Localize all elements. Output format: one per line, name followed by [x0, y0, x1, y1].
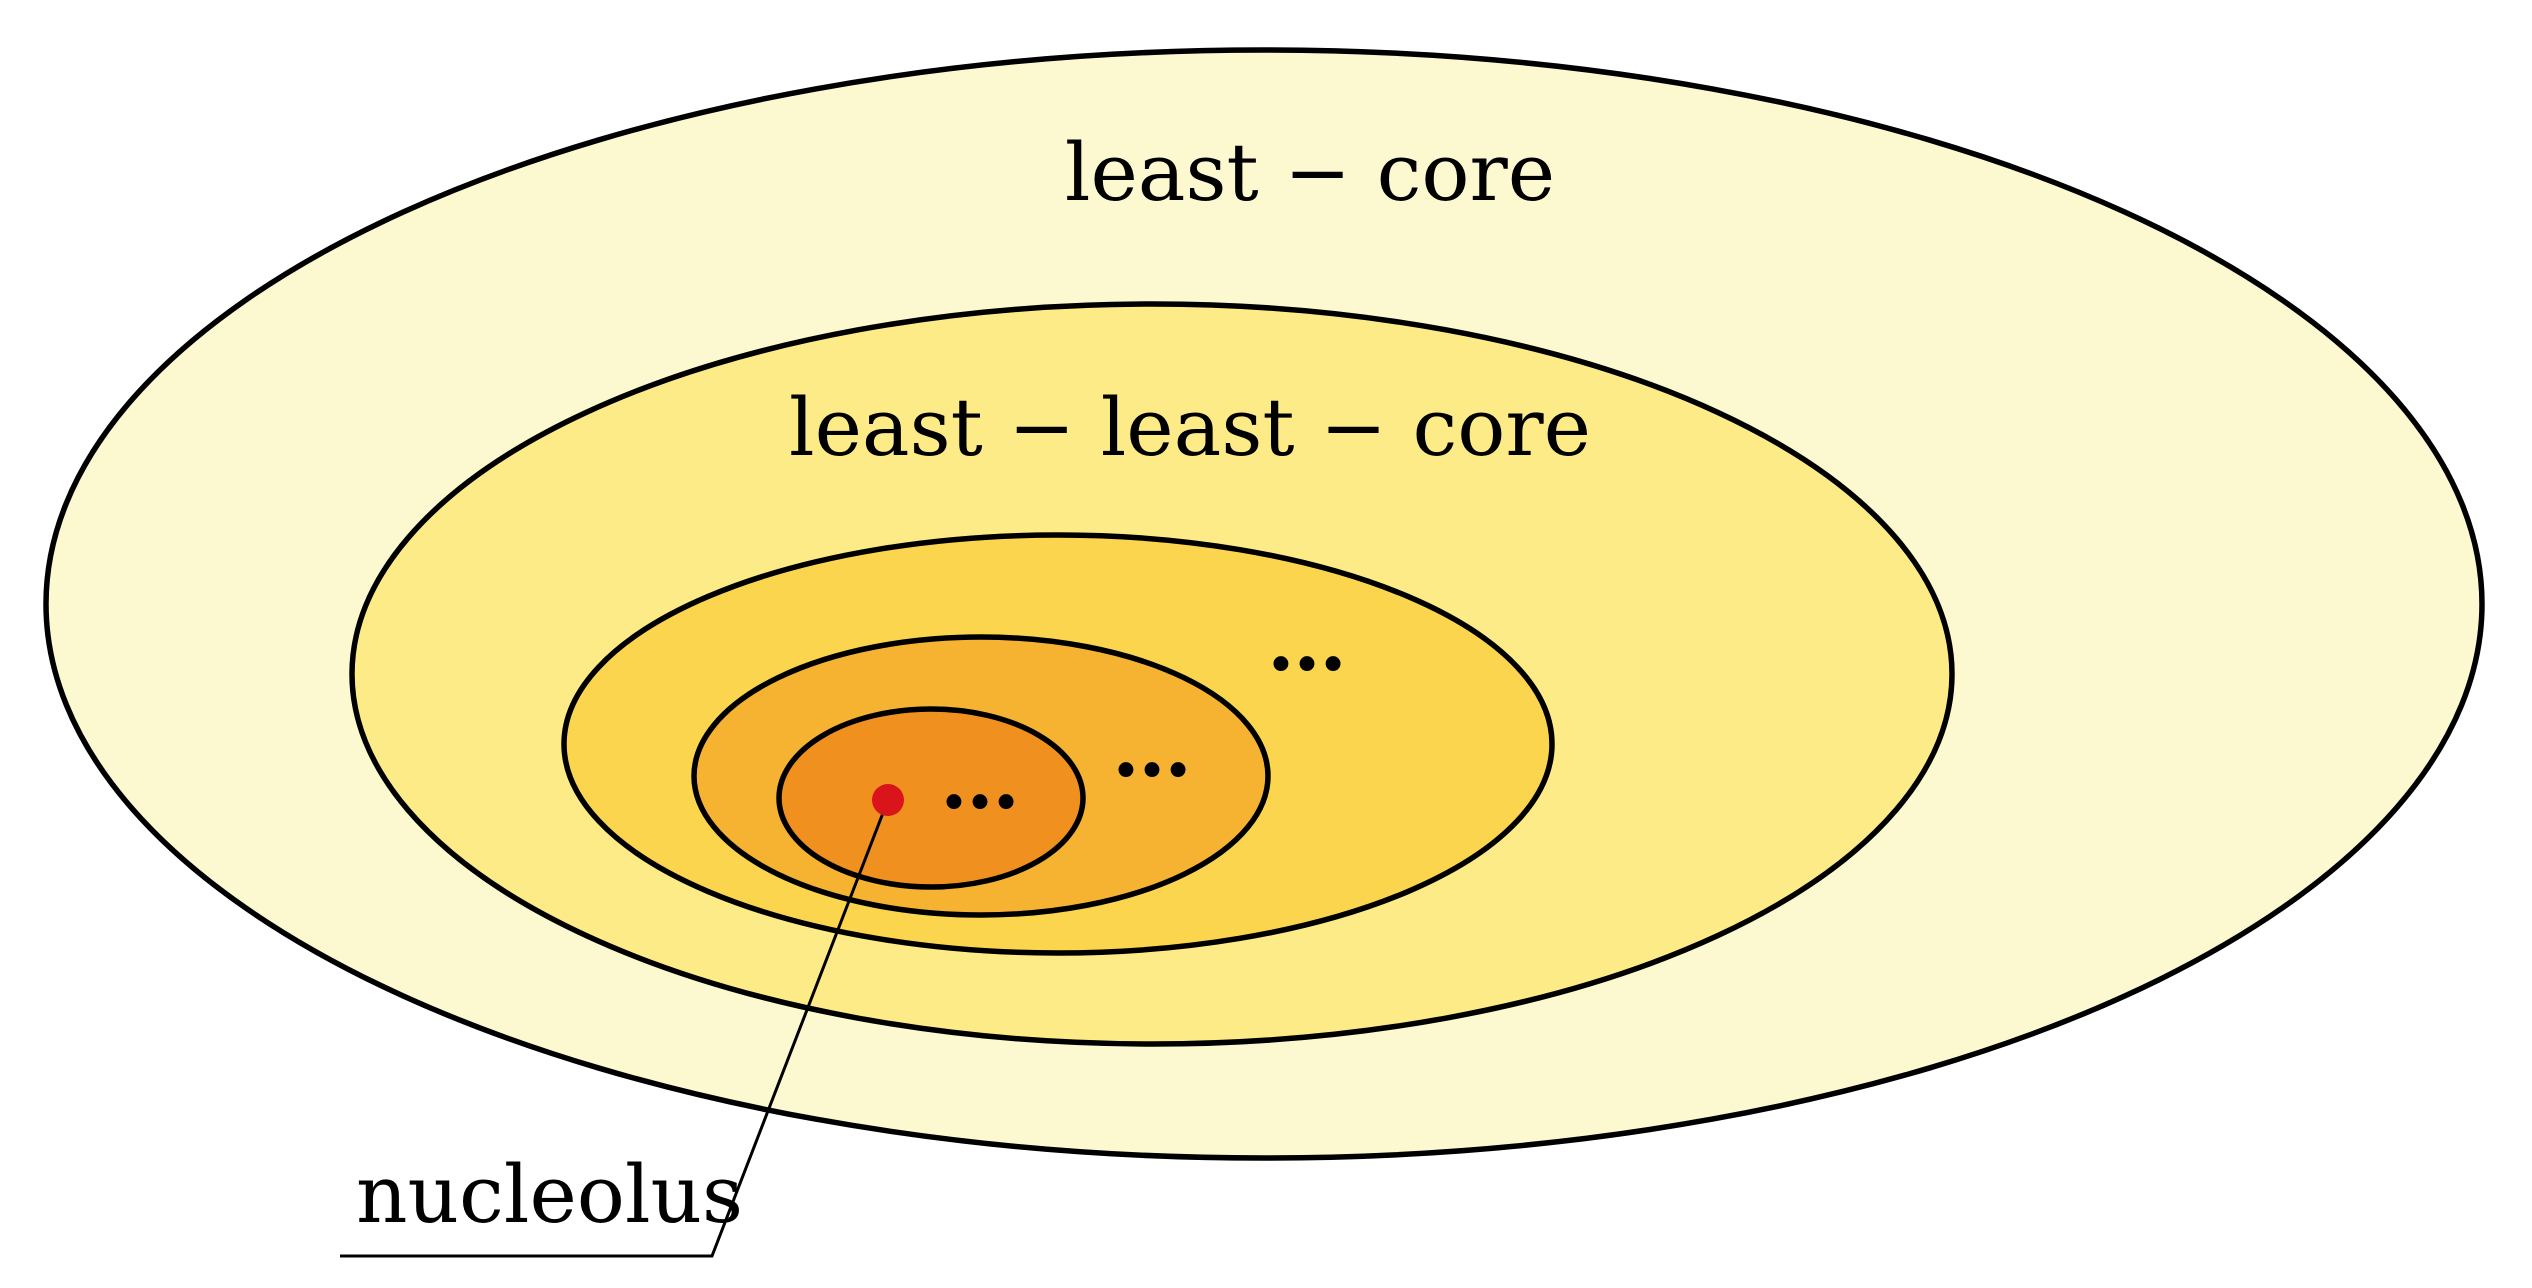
nested-region-5	[776, 706, 1086, 890]
least-core-label: least − core	[1065, 126, 1555, 219]
nucleolus-leader-line	[340, 799, 890, 1258]
ellipsis-region-4: …	[1112, 701, 1192, 795]
ellipsis-region-3: …	[1267, 595, 1347, 689]
nucleolus-point	[872, 784, 904, 816]
nucleolus-label: nucleolus	[356, 1148, 743, 1241]
ellipsis-region-5: …	[940, 733, 1020, 827]
least-least-core-label: least − least − core	[789, 381, 1591, 474]
